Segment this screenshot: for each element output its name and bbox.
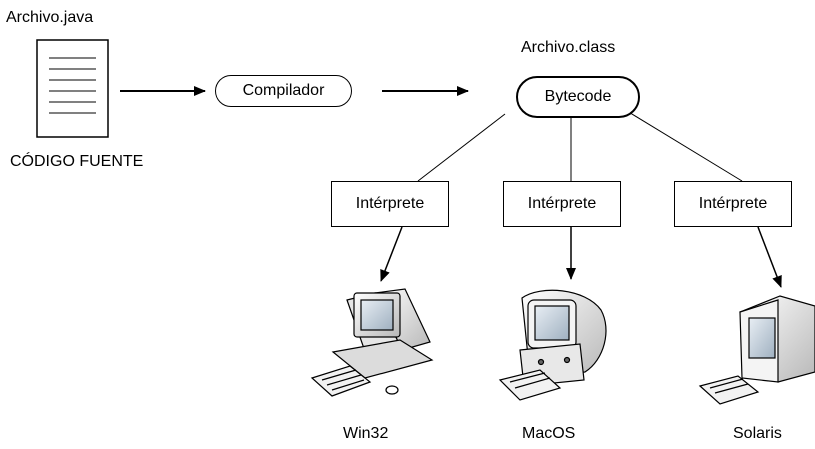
arrow-interpreter-to-win32	[380, 226, 403, 282]
interpreter-label: Intérprete	[698, 195, 768, 212]
imac-computer-icon	[498, 289, 607, 401]
workstation-computer-icon	[698, 295, 815, 405]
line-bytecode-to-interpreter-3	[626, 110, 743, 182]
interpreter-node: Intérprete	[674, 181, 792, 227]
document-icon	[36, 39, 109, 138]
platform-label-win32: Win32	[343, 425, 389, 442]
output-filename: Archivo.class	[521, 39, 616, 56]
source-filename: Archivo.java	[6, 9, 94, 26]
source-caption: CÓDIGO FUENTE	[10, 153, 144, 170]
bytecode-node: Bytecode	[516, 76, 640, 118]
interpreter-node: Intérprete	[503, 181, 621, 227]
platform-label-solaris: Solaris	[733, 425, 782, 442]
interpreter-node: Intérprete	[331, 181, 449, 227]
tower-pc-icon	[310, 288, 434, 397]
bytecode-label: Bytecode	[544, 88, 612, 105]
compiler-node: Compilador	[215, 75, 352, 107]
interpreter-label: Intérprete	[527, 195, 597, 212]
compiler-label: Compilador	[242, 82, 325, 99]
line-bytecode-to-interpreter-1	[417, 113, 506, 182]
arrow-interpreter-to-solaris	[757, 226, 782, 288]
platform-label-macos: MacOS	[522, 425, 576, 442]
interpreter-label: Intérprete	[355, 195, 425, 212]
